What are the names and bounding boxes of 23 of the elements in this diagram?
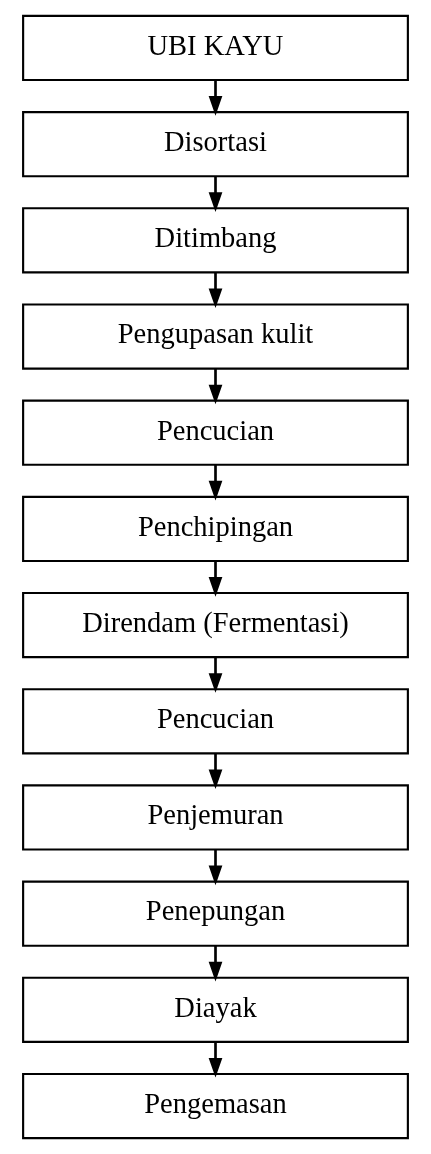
node-box: Ditimbang <box>22 207 409 274</box>
node-box: UBI KAYU <box>22 14 409 82</box>
node-box: Pencucian <box>22 399 409 466</box>
arrow <box>208 368 223 405</box>
arrow <box>208 849 223 886</box>
node-box: Penjemuran <box>22 784 409 851</box>
node-box: Direndam (Fermentasi) <box>22 591 409 659</box>
arrow <box>208 945 223 982</box>
arrow <box>208 176 223 212</box>
arrow <box>208 561 223 597</box>
node-box: Pencucian <box>22 688 409 755</box>
arrow <box>208 272 223 309</box>
node-box: Penchipingan <box>22 495 409 563</box>
node-box: Penepungan <box>22 880 409 947</box>
arrow <box>208 1041 223 1078</box>
arrow <box>208 80 223 116</box>
node-box: Pengupasan kulit <box>22 303 409 370</box>
arrow <box>208 657 223 693</box>
arrow <box>208 753 223 789</box>
arrow <box>208 464 223 501</box>
node-box: Pengemasan <box>22 1072 409 1140</box>
node-box: Diayak <box>22 976 409 1043</box>
node-box: Disortasi <box>22 111 409 178</box>
